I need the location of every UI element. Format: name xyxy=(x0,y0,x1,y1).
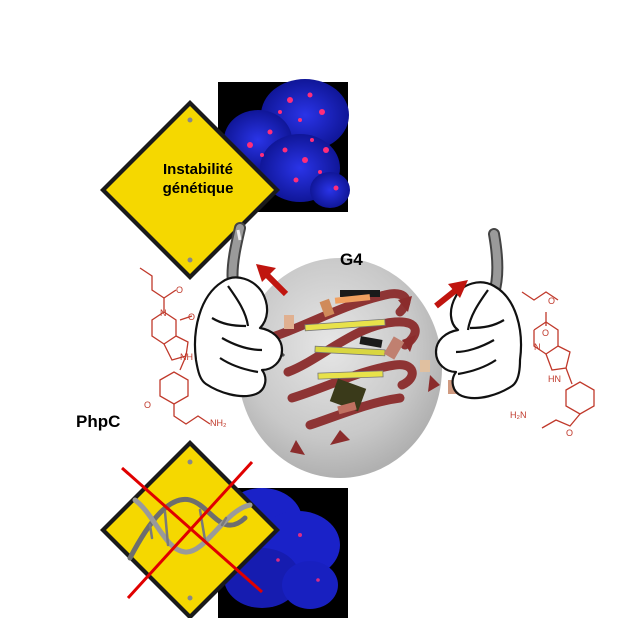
atom-o: O xyxy=(188,312,195,322)
atom-hn: HN xyxy=(548,374,561,384)
atom-nh: NH xyxy=(180,352,193,362)
phpc-label: PhpC xyxy=(76,412,121,431)
atom-h2n: H₂N xyxy=(510,410,527,420)
guanine-plates xyxy=(284,290,460,415)
g4-quadruplex xyxy=(238,258,460,478)
phpc-atoms-right: O O N HN H₂N O xyxy=(510,296,573,438)
red-cross-icon xyxy=(121,460,263,600)
sign-top-line1: Instabilité xyxy=(162,161,233,178)
atom-n: N xyxy=(534,342,541,352)
sign-top-line2: génétique xyxy=(162,180,234,197)
atom-o: O xyxy=(542,328,549,338)
g4-label: G4 xyxy=(340,250,363,269)
atom-nh2: NH₂ xyxy=(210,418,227,428)
warning-sign-bottom xyxy=(100,440,280,618)
phpc-structure-right xyxy=(521,291,595,429)
pull-arrow-right xyxy=(434,280,468,309)
phpc-structure-left xyxy=(139,267,211,425)
atom-o: O xyxy=(548,296,555,306)
dna-helix-icon xyxy=(127,496,253,561)
phpc-atoms-left: O N O NH O NH₂ xyxy=(144,285,227,428)
atom-o: O xyxy=(144,400,151,410)
atom-n: N xyxy=(160,308,167,318)
sign-top-text: Instabilité génétique xyxy=(128,160,268,198)
hand-left xyxy=(193,276,284,398)
atom-o: O xyxy=(566,428,573,438)
foci-dots xyxy=(247,92,339,191)
hand-right xyxy=(434,281,523,400)
pull-arrow-left xyxy=(256,264,289,297)
atom-o: O xyxy=(176,285,183,295)
